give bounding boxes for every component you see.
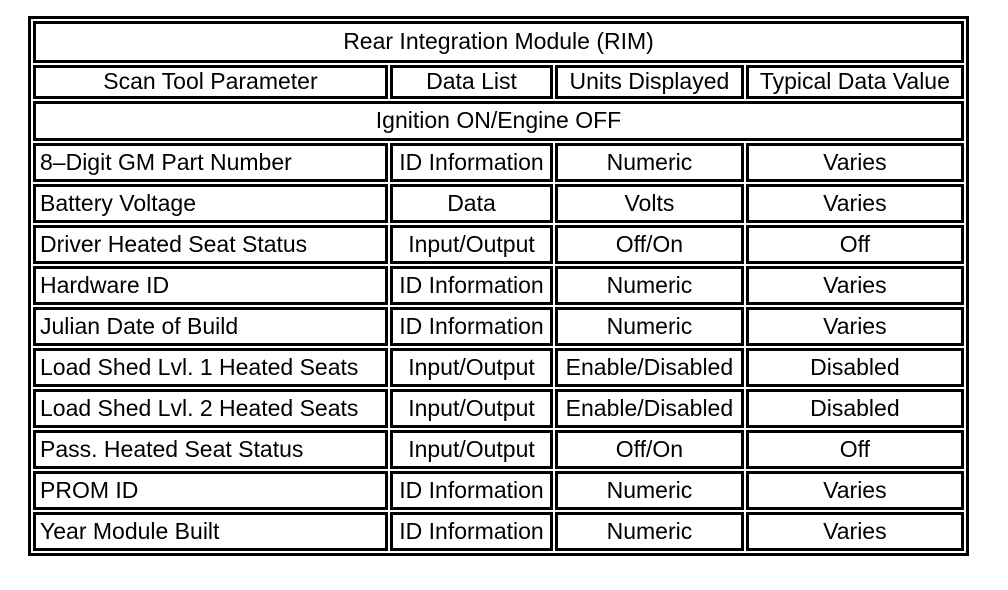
parameter-cell: Hardware ID: [33, 266, 388, 305]
column-header-scan-tool-parameter: Scan Tool Parameter: [33, 65, 388, 99]
units-cell: Numeric: [555, 307, 744, 346]
typical-value-cell: Varies: [745, 143, 964, 182]
data-list-cell: ID Information: [389, 307, 554, 346]
typical-value-cell: Off: [745, 430, 964, 469]
table-title: Rear Integration Module (RIM): [33, 21, 964, 63]
rim-table-container: Rear Integration Module (RIM) Scan Tool …: [28, 16, 969, 556]
data-list-cell: ID Information: [389, 512, 554, 551]
table-row: Load Shed Lvl. 2 Heated Seats Input/Outp…: [33, 389, 964, 428]
data-list-cell: ID Information: [389, 143, 554, 182]
table-row: Julian Date of Build ID Information Nume…: [33, 307, 964, 346]
table-row: PROM ID ID Information Numeric Varies: [33, 471, 964, 510]
rim-table: Rear Integration Module (RIM) Scan Tool …: [28, 16, 969, 556]
title-row: Rear Integration Module (RIM): [33, 21, 964, 63]
table-row: Load Shed Lvl. 1 Heated Seats Input/Outp…: [33, 348, 964, 387]
parameter-cell: Pass. Heated Seat Status: [33, 430, 388, 469]
parameter-cell: Load Shed Lvl. 2 Heated Seats: [33, 389, 388, 428]
typical-value-cell: Varies: [745, 266, 964, 305]
units-cell: Off/On: [555, 430, 744, 469]
parameter-cell: Load Shed Lvl. 1 Heated Seats: [33, 348, 388, 387]
table-row: Battery Voltage Data Volts Varies: [33, 184, 964, 223]
data-list-cell: Input/Output: [389, 225, 554, 264]
section-row: Ignition ON/Engine OFF: [33, 101, 964, 141]
table-row: Pass. Heated Seat Status Input/Output Of…: [33, 430, 964, 469]
units-cell: Numeric: [555, 266, 744, 305]
units-cell: Enable/Disabled: [555, 389, 744, 428]
typical-value-cell: Varies: [745, 184, 964, 223]
table-row: Hardware ID ID Information Numeric Varie…: [33, 266, 964, 305]
data-list-cell: Data: [389, 184, 554, 223]
parameter-cell: Julian Date of Build: [33, 307, 388, 346]
typical-value-cell: Varies: [745, 471, 964, 510]
header-row: Scan Tool Parameter Data List Units Disp…: [33, 65, 964, 99]
parameter-cell: Driver Heated Seat Status: [33, 225, 388, 264]
data-list-cell: ID Information: [389, 266, 554, 305]
typical-value-cell: Disabled: [745, 389, 964, 428]
parameter-cell: Battery Voltage: [33, 184, 388, 223]
section-header: Ignition ON/Engine OFF: [33, 101, 964, 141]
typical-value-cell: Off: [745, 225, 964, 264]
column-header-data-list: Data List: [389, 65, 554, 99]
parameter-cell: Year Module Built: [33, 512, 388, 551]
typical-value-cell: Varies: [745, 307, 964, 346]
data-list-cell: Input/Output: [389, 389, 554, 428]
parameter-cell: PROM ID: [33, 471, 388, 510]
units-cell: Numeric: [555, 143, 744, 182]
typical-value-cell: Disabled: [745, 348, 964, 387]
typical-value-cell: Varies: [745, 512, 964, 551]
column-header-units-displayed: Units Displayed: [555, 65, 744, 99]
parameter-cell: 8–Digit GM Part Number: [33, 143, 388, 182]
units-cell: Numeric: [555, 512, 744, 551]
units-cell: Numeric: [555, 471, 744, 510]
units-cell: Volts: [555, 184, 744, 223]
units-cell: Enable/Disabled: [555, 348, 744, 387]
table-body: 8–Digit GM Part Number ID Information Nu…: [33, 143, 964, 551]
data-list-cell: ID Information: [389, 471, 554, 510]
table-row: 8–Digit GM Part Number ID Information Nu…: [33, 143, 964, 182]
data-list-cell: Input/Output: [389, 430, 554, 469]
data-list-cell: Input/Output: [389, 348, 554, 387]
table-row: Driver Heated Seat Status Input/Output O…: [33, 225, 964, 264]
units-cell: Off/On: [555, 225, 744, 264]
table-row: Year Module Built ID Information Numeric…: [33, 512, 964, 551]
column-header-typical-data-value: Typical Data Value: [745, 65, 964, 99]
